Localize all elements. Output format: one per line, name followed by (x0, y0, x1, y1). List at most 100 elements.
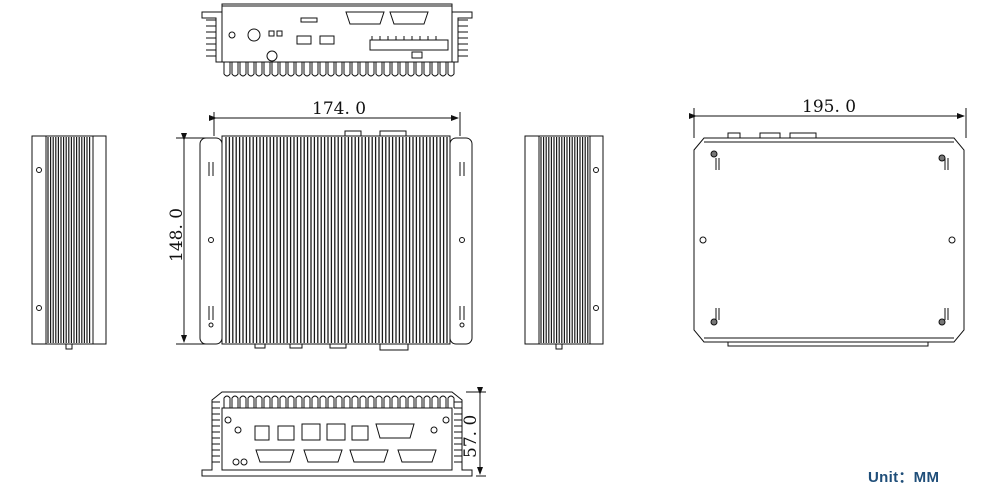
fin-scallop (439, 395, 447, 408)
fin-scallop (263, 395, 271, 408)
mount-slot-icon (208, 306, 214, 320)
fin-scallop (359, 62, 367, 77)
fin-scallop (327, 62, 335, 77)
fin-scallop (447, 395, 455, 408)
mount-slot-icon (459, 162, 465, 176)
fin-scallop (431, 62, 439, 77)
mount-slot-icon (715, 308, 720, 320)
fin-scallop (247, 62, 255, 77)
heatsink-fins-left (47, 137, 91, 343)
vga-port-icon (375, 423, 415, 439)
fin-scallop (231, 395, 239, 408)
mount-slot-icon (944, 158, 949, 170)
heatsink-fins-rear (212, 395, 462, 463)
fin-scallop (303, 395, 311, 408)
fin-scallop (391, 395, 399, 408)
heatsink-fins-top (206, 19, 468, 77)
serial-port-icon (255, 449, 295, 463)
heatsink-fins-main (225, 137, 448, 343)
fin-scallop (295, 395, 303, 408)
fin-scallop (247, 395, 255, 408)
fin-scallop (367, 62, 375, 77)
fin-scallop (399, 395, 407, 408)
usb-port-icon (277, 425, 295, 441)
heatsink-top-view (199, 130, 473, 351)
fin-scallop (335, 62, 343, 77)
fin-scallop (231, 62, 239, 77)
bottom-plate-view (693, 132, 965, 347)
fin-scallop (271, 62, 279, 77)
fin-scallop (343, 395, 351, 408)
serial-port-icon (389, 11, 429, 25)
usb-port-icon (296, 35, 312, 45)
fin-scallop (359, 395, 367, 408)
fin-scallop (303, 62, 311, 77)
mount-slot-icon (715, 158, 720, 170)
fin-scallop (311, 395, 319, 408)
serial-port-icon (397, 449, 437, 463)
fin-scallop (279, 62, 287, 77)
fin-scallop (287, 62, 295, 77)
fin-scallop (239, 62, 247, 77)
lan-port-icon (301, 423, 321, 441)
fin-scallop (295, 62, 303, 77)
fin-scallop (287, 395, 295, 408)
serial-port-icon (303, 449, 343, 463)
left-side-view (31, 135, 107, 350)
dimension-width-195 (689, 108, 967, 138)
serial-port-icon (345, 11, 385, 25)
fin-scallop (423, 395, 431, 408)
fin-scallop (415, 395, 423, 408)
power-button-icon (247, 28, 261, 42)
fin-scallop (263, 62, 271, 77)
hdmi-port-icon (254, 425, 270, 441)
dimension-label-195: 195. 0 (802, 97, 856, 117)
fin-scallop (319, 395, 327, 408)
dimension-label-57: 57. 0 (461, 415, 481, 458)
right-side-view (524, 135, 604, 350)
fin-scallop (375, 395, 383, 408)
dimension-depth-57 (466, 387, 486, 477)
fin-scallop (255, 62, 263, 77)
front-panel-view (201, 3, 473, 77)
fin-scallop (311, 62, 319, 77)
rear-panel-view (201, 391, 473, 477)
fin-scallop (319, 62, 327, 77)
mount-slot-icon (208, 162, 214, 176)
fin-scallop (271, 395, 279, 408)
dimension-label-148: 148. 0 (167, 208, 187, 262)
fin-scallop (439, 62, 447, 77)
terminal-block-icon (369, 39, 449, 51)
fin-scallop (279, 395, 287, 408)
fin-scallop (367, 395, 375, 408)
fin-scallop (407, 62, 415, 77)
fin-scallop (383, 62, 391, 77)
audio-jack-icon (268, 30, 275, 37)
fin-scallop (335, 395, 343, 408)
antenna-icon (266, 50, 278, 62)
fin-scallop (343, 62, 351, 77)
fin-scallop (239, 395, 247, 408)
unit-label: Unit：MM (868, 469, 940, 486)
serial-port-icon (349, 449, 389, 463)
fin-scallop (407, 395, 415, 408)
lan-port-icon (326, 423, 346, 441)
fin-scallop (399, 62, 407, 77)
dimension-width-174 (209, 112, 461, 136)
fin-scallop (351, 62, 359, 77)
fin-scallop (351, 395, 359, 408)
dimension-label-174: 174. 0 (312, 99, 366, 119)
fin-scallop (415, 62, 423, 77)
fin-scallop (423, 62, 431, 77)
fin-scallop (431, 395, 439, 408)
led-icon (228, 31, 236, 39)
mount-slot-icon (459, 306, 465, 320)
fin-scallop (391, 62, 399, 77)
fin-scallop (223, 62, 231, 77)
fin-scallop (383, 395, 391, 408)
fin-scallop (327, 395, 335, 408)
usb-port-icon (319, 35, 335, 45)
mount-slot-icon (944, 308, 949, 320)
fin-scallop (447, 62, 455, 77)
usb-port-icon (351, 425, 369, 441)
